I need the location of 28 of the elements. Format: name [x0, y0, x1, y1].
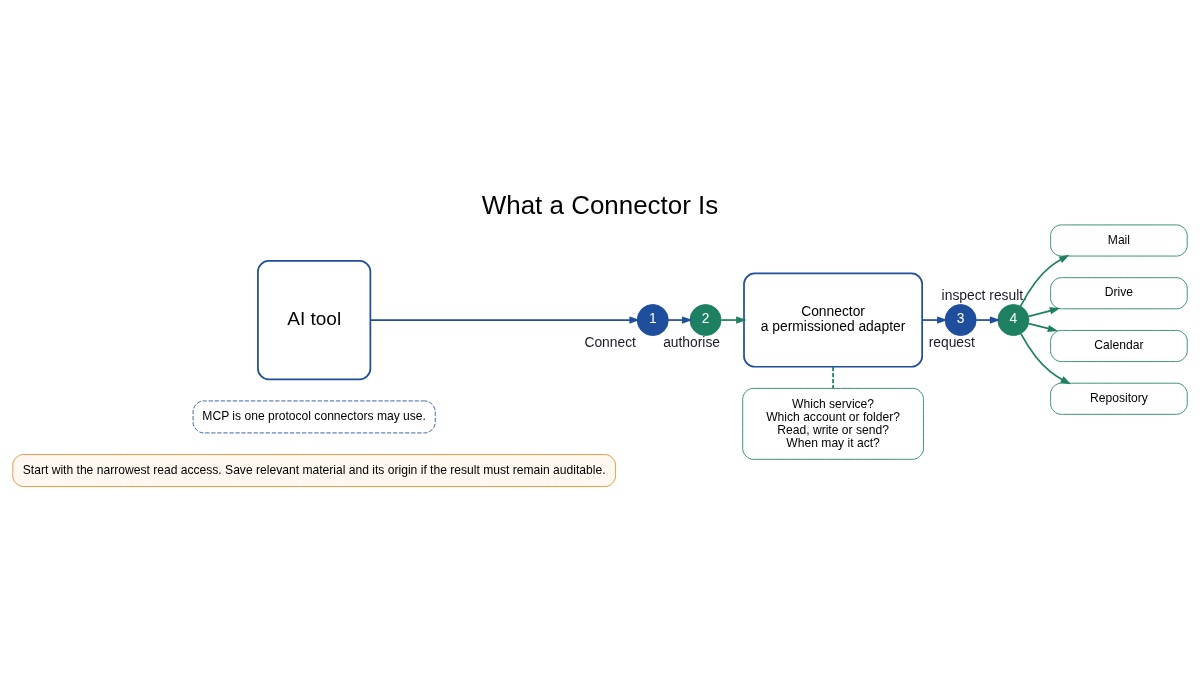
arrow	[720, 315, 747, 324]
arrow	[667, 315, 693, 324]
node-circle: 1	[636, 303, 669, 336]
node-box: MCP is one protocol connectors may use.	[192, 400, 436, 433]
node-box: Connector a permissioned adapter	[743, 272, 924, 368]
node-circle: 2	[689, 303, 722, 336]
arrow	[975, 315, 1001, 324]
arrow	[1027, 322, 1059, 332]
arrow	[1019, 254, 1070, 307]
node-box: Drive	[1050, 276, 1188, 309]
node-box: Repository	[1050, 382, 1188, 415]
node-label: request	[928, 333, 975, 350]
arrow	[1020, 332, 1071, 384]
arrow	[369, 315, 640, 324]
node-box: Start with the narrowest read access. Save relevant material and its origin if the result must remain auditable.	[12, 453, 616, 487]
node-label: authorise	[663, 333, 721, 350]
node-box: AI tool	[257, 259, 372, 380]
node-box: Which service? Which account or folder? Read, write or send? When may it act?	[742, 387, 924, 460]
node-label: inspect result.	[941, 286, 1027, 303]
node-circle: 3	[944, 303, 977, 336]
node-label: Connect	[584, 333, 636, 350]
arrow	[1027, 306, 1061, 317]
diagram-title: What a Connector Is	[481, 190, 719, 219]
connector	[832, 365, 834, 389]
node-box: Calendar	[1050, 329, 1188, 362]
node-circle: 4	[997, 303, 1030, 336]
arrow	[921, 315, 948, 324]
node-box: Mail	[1050, 224, 1188, 256]
